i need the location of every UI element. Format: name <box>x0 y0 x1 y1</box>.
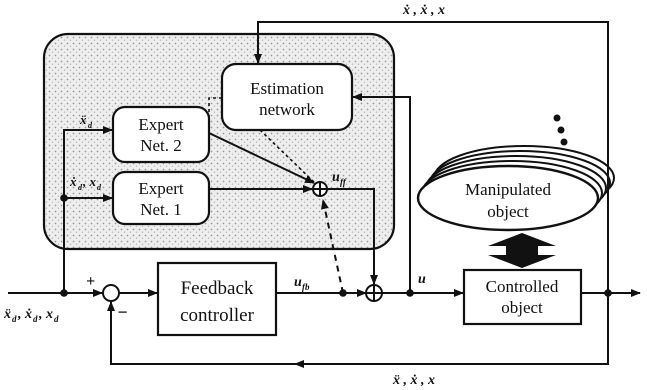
svg-text:u: u <box>294 275 302 290</box>
expert2-label-2: Net. 2 <box>140 136 182 155</box>
controlled-object-block: Controlled object <box>464 270 581 324</box>
input-label: ẍ d , ẋ d , x d <box>3 307 59 324</box>
svg-text:ẍ: ẍ <box>3 307 11 322</box>
plus-sign: + <box>86 273 95 290</box>
minus-sign: − <box>117 302 128 322</box>
expert1-label-1: Expert <box>138 179 184 198</box>
bottom-feedback-label: ẍ , ẋ , x <box>392 373 435 388</box>
estimation-network-block: Estimation network <box>222 64 352 130</box>
ufb-label: u fb <box>294 275 310 292</box>
svg-text:d: d <box>54 314 59 324</box>
controlled-label-1: Controlled <box>486 277 559 296</box>
manipulated-label-2: object <box>487 202 529 221</box>
expert1-label-2: Net. 1 <box>140 200 182 219</box>
expert-net-1-block: Expert Net. 1 <box>113 172 209 224</box>
svg-text:ẍ: ẍ <box>79 112 87 127</box>
controlled-label-2: object <box>501 298 543 317</box>
u-label: u <box>418 272 426 287</box>
svg-text:, x: , x <box>38 307 53 322</box>
estimation-label-1: Estimation <box>250 79 324 98</box>
svg-text:, ẋ: , ẋ <box>17 307 32 322</box>
svg-text:d: d <box>33 314 38 324</box>
feedback-controller-block: Feedback controller <box>158 263 276 335</box>
coupling-double-arrow <box>488 233 556 268</box>
top-feedback-label: ẋ , ẋ , x <box>402 3 445 18</box>
manipulated-object-stack: Manipulated object <box>418 146 614 230</box>
svg-text:, x: , x <box>82 174 97 189</box>
svg-text:u: u <box>332 170 340 185</box>
feedback-label-2: controller <box>180 305 255 326</box>
estimation-label-2: network <box>259 100 315 119</box>
expert-net-2-block: Expert Net. 2 <box>113 107 209 162</box>
svg-text:ff: ff <box>340 177 347 187</box>
feedback-label-1: Feedback <box>181 278 254 299</box>
svg-text:fb: fb <box>302 282 310 292</box>
manipulated-label-1: Manipulated <box>465 180 551 199</box>
svg-text:ẋ: ẋ <box>69 174 77 189</box>
error-summing-junction <box>103 285 119 301</box>
svg-text:d: d <box>12 314 17 324</box>
expert2-label-1: Expert <box>138 115 184 134</box>
more-objects-dots <box>554 115 568 146</box>
